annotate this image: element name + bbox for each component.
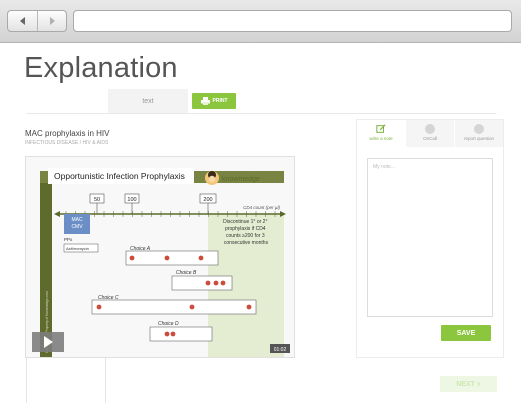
mac-cmv-label: MAC	[71, 217, 83, 223]
page-content: Explanation video text PRINT MAC prophyl…	[0, 43, 521, 412]
slide-left-bar	[40, 171, 52, 357]
nav-button-group	[7, 10, 67, 32]
forward-button[interactable]	[37, 11, 66, 31]
address-bar[interactable]	[73, 10, 512, 32]
tick-label-200: 200	[203, 197, 212, 203]
slide-title: Opportunistic Infection Prophylaxis	[54, 171, 185, 181]
tab-write-note-label: write a note	[369, 136, 393, 141]
choice-d: Choice D	[149, 321, 213, 342]
svg-text:CMV: CMV	[71, 224, 83, 230]
print-button[interactable]: PRINT	[192, 93, 236, 109]
choice-b-label: Choice B	[176, 270, 197, 276]
tick-label-50: 50	[94, 197, 100, 203]
drug-label: Azithromycin	[66, 246, 89, 251]
brand-name: knowmedge	[222, 176, 260, 183]
choice-a: Choice A	[125, 246, 219, 266]
oncall-icon	[425, 124, 435, 134]
video-slide: Opportunistic Infection Prophylaxis know…	[26, 157, 294, 357]
question-category: INFECTIOUS DISEASE / HIV & AIDS	[25, 140, 109, 146]
video-player[interactable]: Opportunistic Infection Prophylaxis know…	[25, 156, 295, 358]
tab-oncall[interactable]: OnCall	[406, 120, 454, 147]
browser-chrome	[0, 0, 521, 43]
tab-report-question[interactable]: report question	[455, 120, 503, 147]
tick-label-100: 100	[127, 197, 136, 203]
mac-cmv-box	[64, 214, 90, 234]
choice-b: Choice B	[171, 270, 233, 291]
tab-oncall-label: OnCall	[423, 136, 437, 141]
cd4-tick-labels: 50 100 200	[89, 193, 217, 214]
printer-icon	[200, 97, 210, 105]
question-title: MAC prophylaxis in HIV	[25, 129, 110, 138]
choice-c: Choice C	[91, 295, 257, 315]
knowmedge-logo: knowmedge	[205, 171, 260, 185]
choice-d-label: Choice D	[158, 321, 179, 327]
report-icon	[474, 124, 484, 134]
tab-write-note[interactable]: write a note	[357, 120, 405, 147]
chevron-left-icon	[19, 17, 25, 25]
axis-label: CD4 count (per µl)	[243, 205, 280, 210]
notes-panel: write a note OnCall report question My n…	[356, 119, 504, 358]
note-placeholder: My note...	[373, 164, 395, 170]
choice-c-label: Choice C	[98, 295, 119, 301]
page-title: Explanation	[24, 52, 178, 84]
discontinue-text: Discontinue 1° or 2° prophylaxis if CD4 …	[223, 219, 269, 246]
tab-text[interactable]: text	[108, 89, 188, 113]
video-timestamp: 01:02	[274, 347, 287, 353]
print-label: PRINT	[212, 98, 228, 104]
play-icon	[44, 336, 53, 348]
choice-a-label: Choice A	[130, 246, 151, 252]
note-textarea[interactable]: My note...	[367, 158, 493, 317]
next-button[interactable]: NEXT »	[440, 376, 497, 392]
tab-report-label: report question	[463, 136, 495, 141]
side-copyright-text: Knowmedge - Property of Knowmedge.com	[45, 291, 49, 353]
chevron-right-icon	[49, 17, 55, 25]
tab-divider	[26, 113, 496, 114]
save-button[interactable]: SAVE	[441, 325, 491, 341]
ppx-label: PPx	[64, 237, 73, 242]
back-button[interactable]	[8, 11, 38, 31]
cd4-axis	[54, 211, 286, 217]
edit-note-icon	[376, 124, 386, 133]
play-button[interactable]	[32, 332, 64, 352]
